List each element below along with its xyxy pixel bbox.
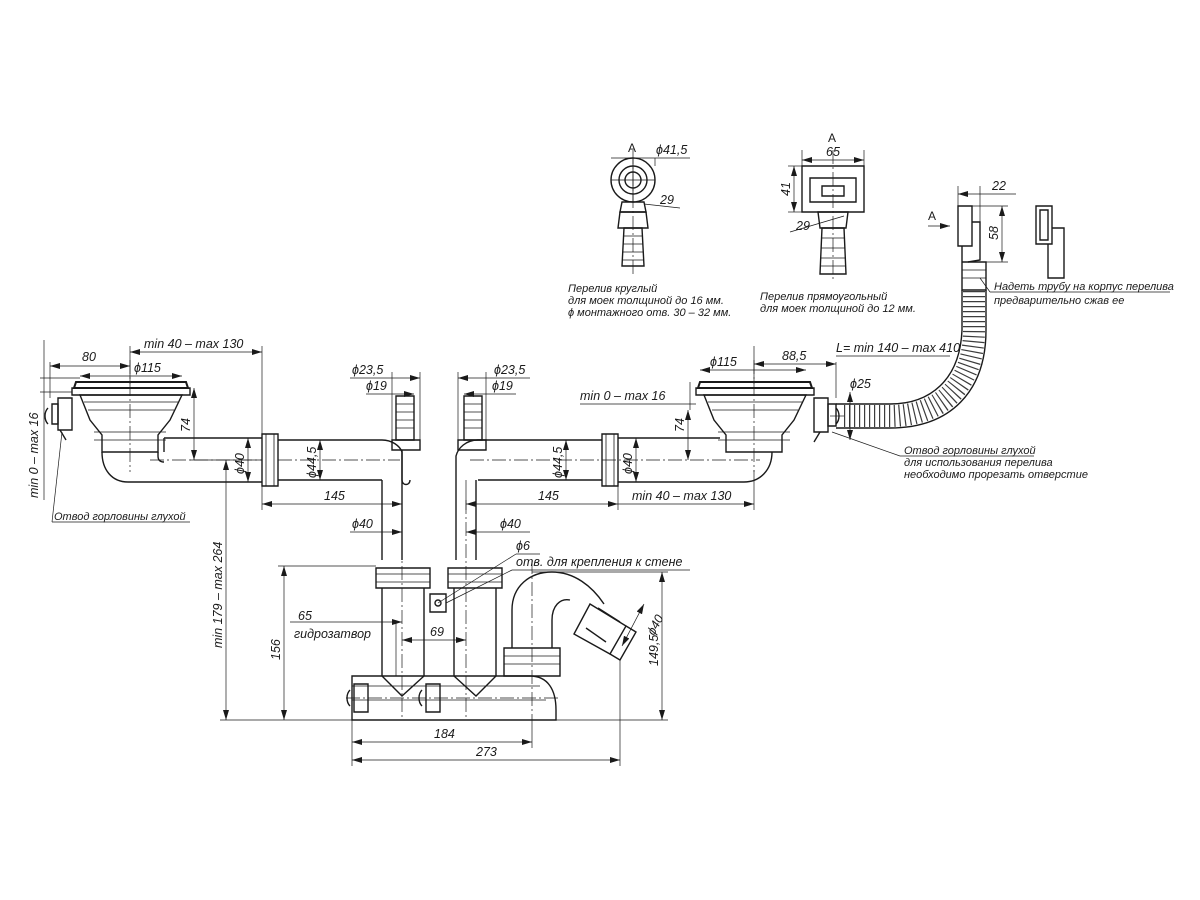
label-plug-outlet-right-1: Отвод горловины глухой — [904, 445, 1036, 457]
dim-hose-length: L= min 140 – max 410 — [836, 341, 960, 355]
label-plug-outlet-left: Отвод горловины глухой — [54, 511, 186, 523]
trap-riser-and-outlet — [503, 560, 637, 720]
trap-plug-right-icon — [418, 683, 441, 713]
dim-d44-5-right: ϕ44,5 — [551, 447, 565, 478]
dim-d40-trap-outlet: ϕ40 — [644, 612, 666, 637]
label-round-overflow-3: ϕ монтажного отв. 30 – 32 мм. — [568, 307, 731, 319]
left-nipple-connector — [391, 395, 421, 486]
dim-d23-5-right: ϕ23,5 — [494, 363, 525, 377]
dim-d19-right: ϕ19 — [492, 379, 513, 393]
marker-a-rect: A — [828, 131, 836, 145]
dim-d40-left-vert: ϕ40 — [352, 517, 373, 531]
dim-156: 156 — [269, 639, 283, 660]
dim-80: 80 — [82, 350, 96, 364]
label-plug-outlet-right-2: для использования перелива — [904, 457, 1053, 469]
right-vertical-pipe — [447, 500, 503, 720]
plug-outlet-left-icon — [44, 397, 73, 441]
left-vertical-pipe — [375, 500, 431, 720]
right-sink-strainer — [695, 360, 840, 472]
rect-overflow-detail — [801, 150, 865, 282]
dim-184: 184 — [434, 727, 455, 741]
wall-mount-bracket-icon — [429, 593, 447, 613]
label-wall-mount-hole: отв. для крепления к стене — [516, 555, 682, 569]
dim-d25: ϕ25 — [850, 377, 871, 391]
marker-a-round: A — [628, 141, 636, 155]
dim-d115-left: ϕ115 — [134, 361, 161, 375]
dim-22: 22 — [991, 179, 1006, 193]
label-water-seal: гидрозатвор — [294, 627, 371, 641]
dim-d40-right-outlet: ϕ40 — [621, 453, 635, 474]
dim-58: 58 — [987, 226, 1001, 240]
dim-min40-max130-right: min 40 – max 130 — [632, 489, 731, 503]
label-hose-note-1: Надеть трубу на корпус перелива — [994, 281, 1174, 293]
dim-145-right: 145 — [538, 489, 559, 503]
water-seal-trap — [346, 675, 560, 721]
plug-outlet-right-icon — [813, 397, 840, 443]
dim-273: 273 — [475, 745, 497, 759]
trap-plug-left-icon — [346, 683, 369, 713]
dim-d19-left: ϕ19 — [366, 379, 387, 393]
dim-d44-5-left: ϕ44,5 — [305, 447, 319, 478]
dim-d40-right-vert: ϕ40 — [500, 517, 521, 531]
dim-41-rect: 41 — [779, 182, 793, 196]
label-rect-overflow-2: для моек толщиной до 12 мм. — [760, 303, 916, 315]
dim-74-left: 74 — [179, 418, 193, 432]
dim-74-right: 74 — [673, 418, 687, 432]
overflow-side-view-icon — [1035, 205, 1065, 279]
dim-d40-left-outlet: ϕ40 — [233, 453, 247, 474]
dim-min0-max16-right: min 0 – max 16 — [580, 389, 666, 403]
dim-29-rect: 29 — [795, 219, 810, 233]
dim-min40-max130-left: min 40 – max 130 — [144, 337, 243, 351]
dim-d6: ϕ6 — [516, 539, 530, 553]
label-plug-outlet-right-3: необходимо прорезать отверстие — [904, 469, 1088, 481]
overflow-corrugated-hose — [830, 205, 987, 429]
right-nipple-connector — [457, 395, 487, 451]
marker-a-hose: A — [928, 209, 936, 223]
dim-min0-max16-left: min 0 – max 16 — [27, 412, 41, 498]
dim-d41-5: ϕ41,5 — [656, 143, 687, 157]
dim-min179-max264: min 179 – max 264 — [211, 542, 225, 648]
dim-88-5: 88,5 — [782, 349, 806, 363]
dim-d23-5-left: ϕ23,5 — [352, 363, 383, 377]
label-rect-overflow-1: Перелив прямоугольный — [760, 291, 887, 303]
dim-d115-right: ϕ115 — [710, 355, 737, 369]
dim-29-round: 29 — [659, 193, 674, 207]
dim-69: 69 — [430, 625, 444, 639]
dim-149-5: 149,5 — [647, 635, 661, 666]
label-round-overflow-1: Перелив круглый — [568, 283, 657, 295]
round-overflow-detail — [610, 150, 656, 276]
dim-65-rect: 65 — [826, 145, 840, 159]
label-round-overflow-2: для моек толщиной до 16 мм. — [568, 295, 724, 307]
dim-65-seal: 65 — [298, 609, 312, 623]
label-hose-note-2: предварительно сжав ее — [994, 295, 1124, 307]
dim-145-left: 145 — [324, 489, 345, 503]
dimension-lines — [40, 150, 1170, 766]
